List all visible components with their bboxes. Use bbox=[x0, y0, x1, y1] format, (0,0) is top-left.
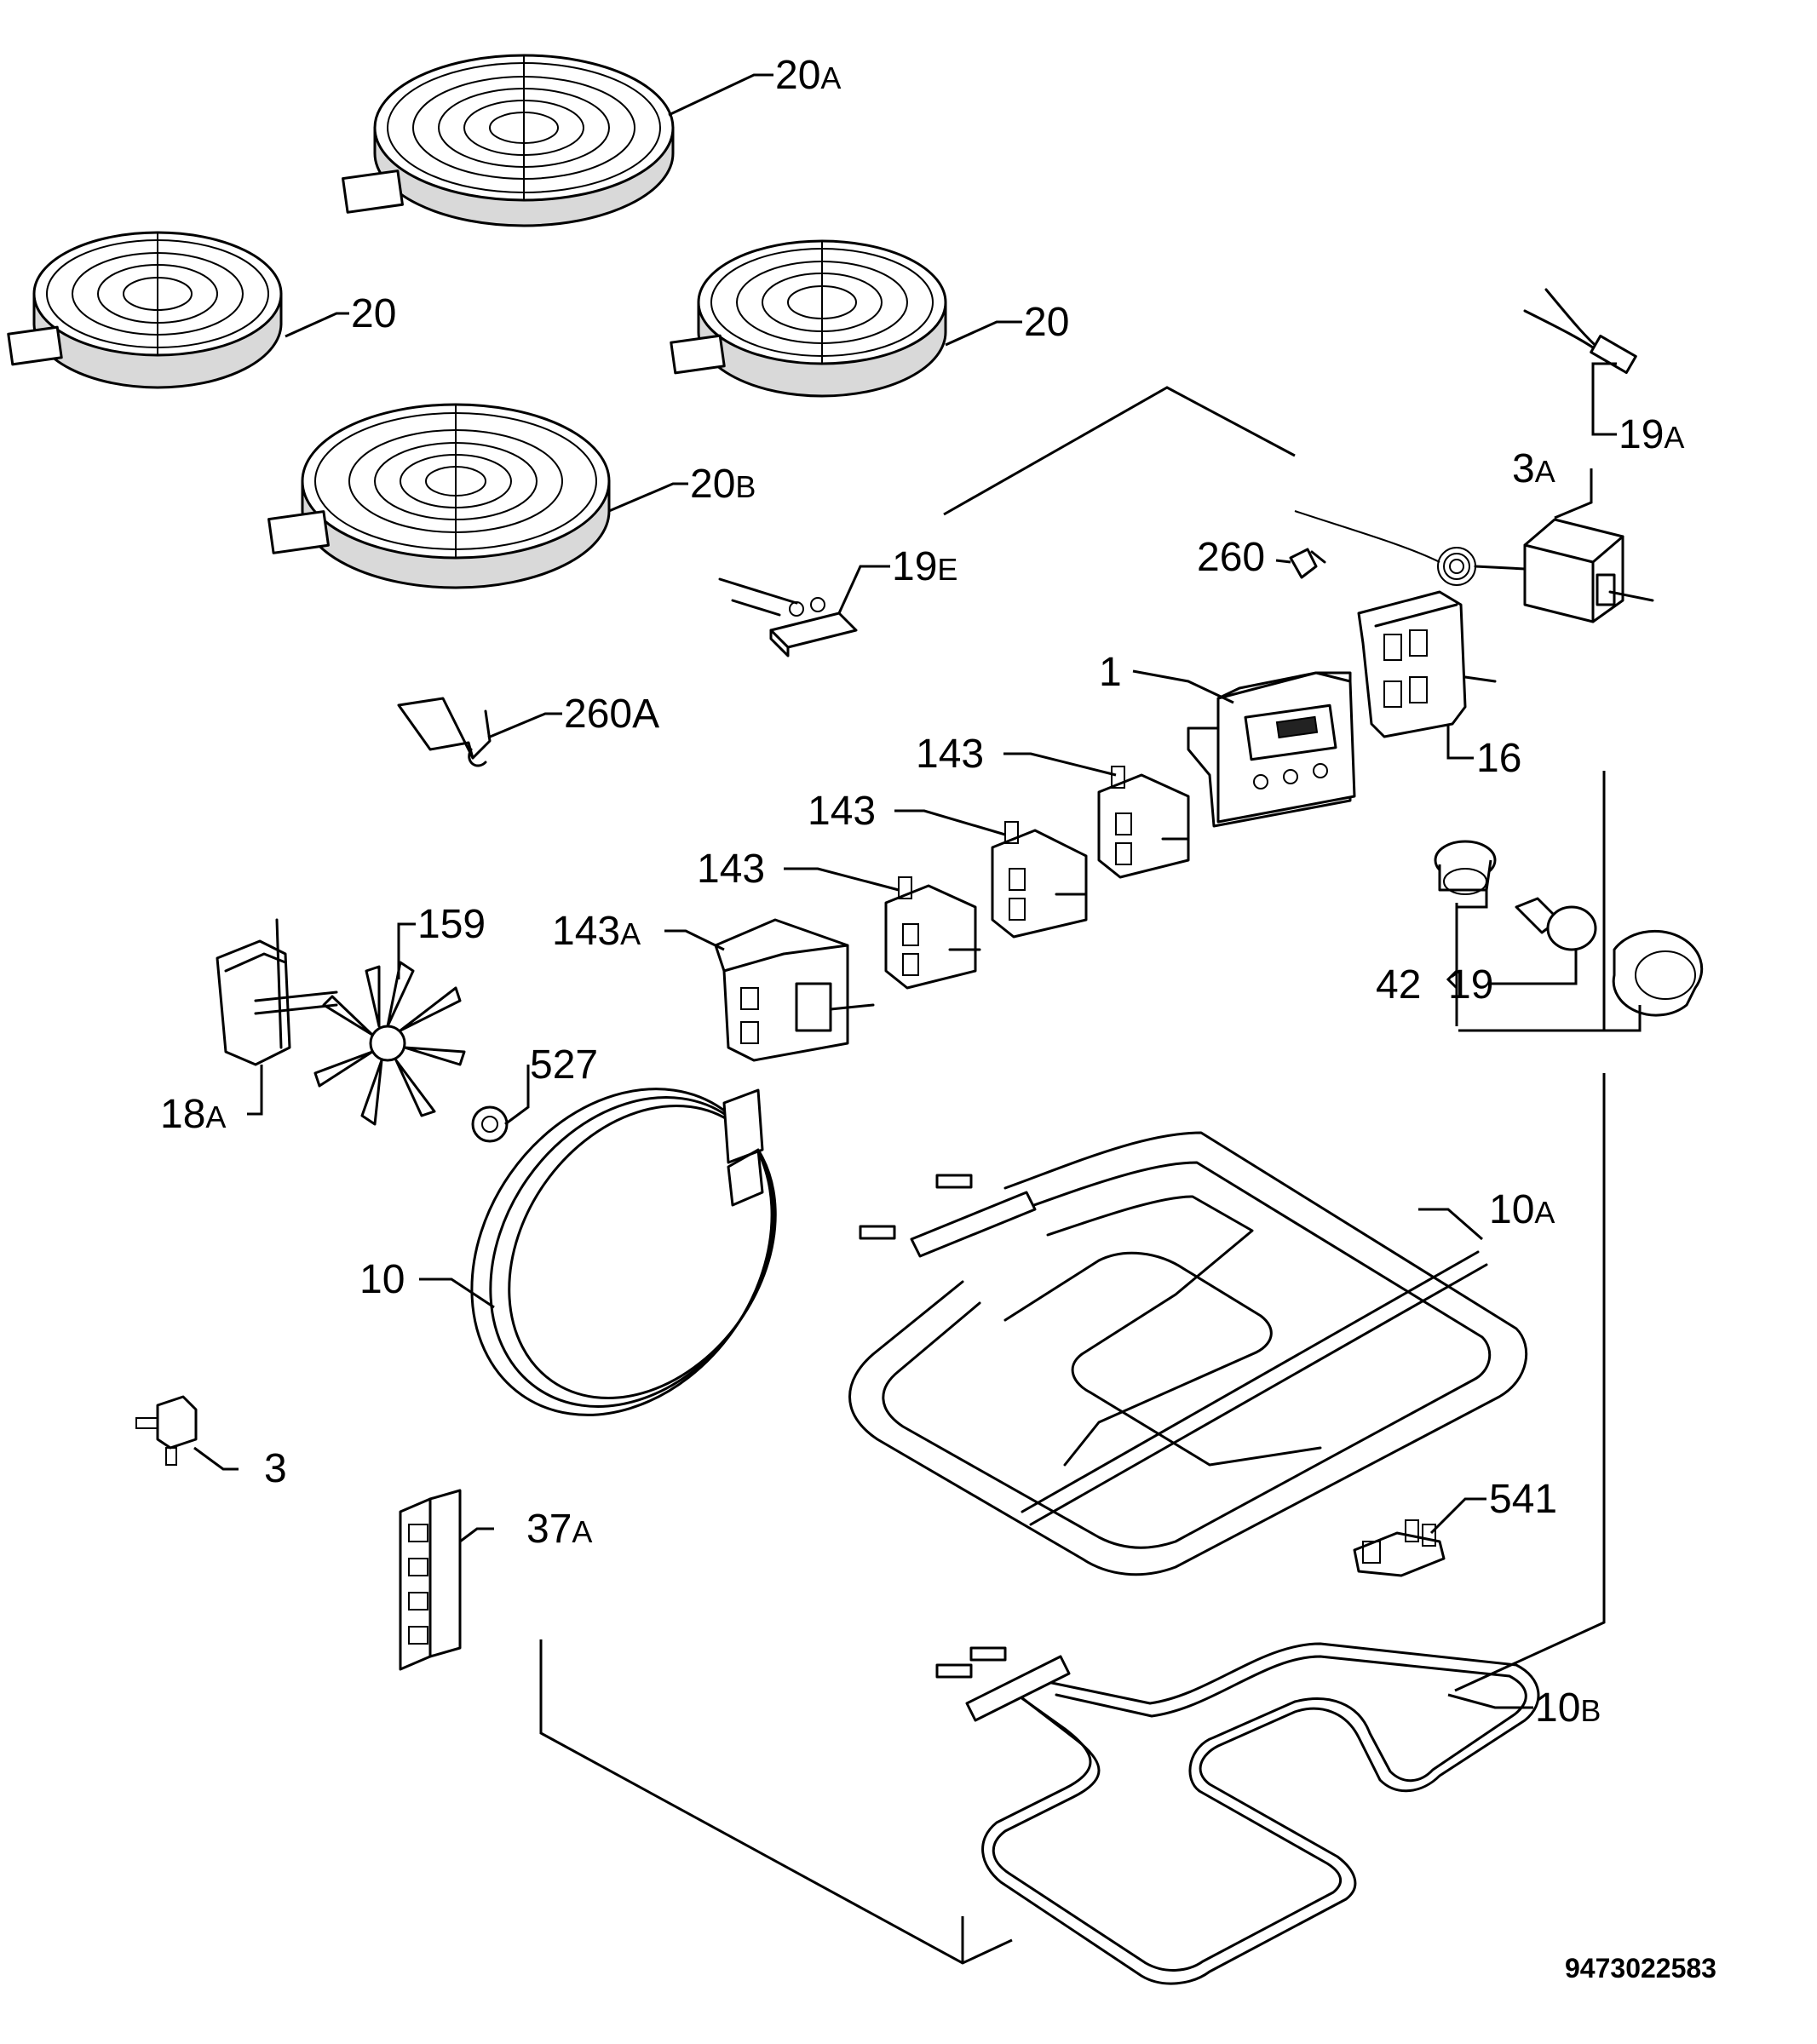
sensor-19a bbox=[1523, 288, 1637, 375]
label-143-1: 143 bbox=[916, 732, 984, 777]
energy-regulator-143-3 bbox=[884, 876, 981, 990]
energy-regulator-143-2 bbox=[991, 821, 1088, 939]
programmer-1 bbox=[1187, 671, 1356, 828]
label-143-2: 143 bbox=[808, 789, 876, 834]
label-143-3: 143 bbox=[697, 847, 765, 892]
hob-element-20b bbox=[267, 403, 611, 589]
hob-element-20-right bbox=[670, 239, 947, 398]
base-element-10b bbox=[935, 1642, 1540, 1985]
nut-527 bbox=[471, 1105, 509, 1143]
label-18a: 18A bbox=[160, 1092, 226, 1137]
label-19: 19 bbox=[1448, 962, 1493, 1008]
thermostat-3a bbox=[1294, 510, 1654, 623]
label-19e: 19E bbox=[892, 544, 957, 589]
label-10b: 10B bbox=[1535, 1685, 1601, 1731]
label-20b: 20B bbox=[690, 462, 756, 507]
assembly-frame-lines bbox=[539, 386, 1606, 1965]
label-260: 260 bbox=[1197, 535, 1265, 580]
fan-motor-18a bbox=[216, 918, 338, 1066]
energy-regulator-143a bbox=[714, 918, 875, 1062]
label-20a: 20A bbox=[775, 53, 841, 98]
label-42: 42 bbox=[1376, 962, 1421, 1008]
clip-260 bbox=[1289, 548, 1326, 579]
label-541: 541 bbox=[1489, 1477, 1557, 1522]
hob-element-20-left bbox=[7, 231, 283, 389]
energy-regulator-143-1 bbox=[1097, 766, 1190, 879]
label-3: 3 bbox=[264, 1446, 287, 1491]
hob-element-20a bbox=[342, 54, 675, 227]
label-37a: 37A bbox=[526, 1507, 592, 1552]
label-16: 16 bbox=[1476, 736, 1521, 781]
label-143a: 143A bbox=[552, 909, 641, 954]
lamp-assembly bbox=[1434, 840, 1704, 1017]
grill-element-10a bbox=[848, 1131, 1528, 1576]
part-labels: 20A 20 20 20B 19A 3A 260 19E 1 16 260A 1… bbox=[160, 53, 1716, 1984]
label-159: 159 bbox=[417, 902, 486, 947]
label-20-left: 20 bbox=[351, 291, 396, 336]
door-switch-541 bbox=[1353, 1519, 1446, 1577]
label-19a: 19A bbox=[1619, 412, 1684, 457]
label-20-right: 20 bbox=[1024, 300, 1069, 345]
fan-blade-159 bbox=[313, 961, 466, 1126]
leader-lines bbox=[193, 73, 1642, 1709]
bracket-260a bbox=[397, 697, 492, 767]
document-code: 9473022583 bbox=[1565, 1953, 1716, 1984]
label-527: 527 bbox=[530, 1042, 598, 1088]
circular-element-10 bbox=[470, 1088, 777, 1416]
terminal-strip-37a bbox=[399, 1489, 462, 1671]
label-3a: 3A bbox=[1512, 446, 1555, 491]
label-260a: 260A bbox=[564, 692, 659, 737]
selector-switch-16 bbox=[1357, 590, 1497, 738]
terminal-block-19e bbox=[718, 577, 858, 657]
label-10: 10 bbox=[359, 1257, 405, 1302]
label-1: 1 bbox=[1099, 650, 1122, 695]
label-10a: 10A bbox=[1489, 1187, 1555, 1232]
switch-3 bbox=[135, 1395, 198, 1466]
